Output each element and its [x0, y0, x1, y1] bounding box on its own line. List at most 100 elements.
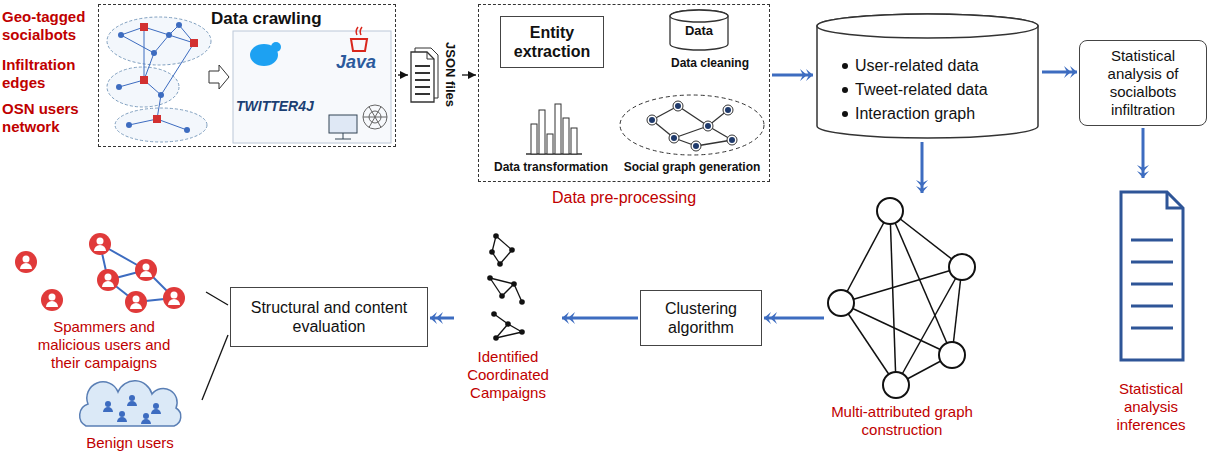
user-icon	[105, 401, 111, 407]
icon-part	[670, 10, 728, 22]
report-icon	[1093, 180, 1209, 380]
hollow-arrow	[209, 65, 229, 89]
node-text: Benign users	[60, 434, 200, 452]
user-node	[184, 127, 190, 133]
cloud-icon	[60, 378, 200, 430]
node-text: User-related data	[855, 56, 979, 75]
campaign-node: Identified Coordinated Campaigns	[456, 232, 560, 446]
icon-part	[107, 67, 179, 107]
label-text: Infiltration edges	[2, 56, 97, 92]
icon-part	[669, 133, 679, 143]
icon-part	[415, 72, 430, 74]
icon-part	[705, 123, 711, 129]
user-icon	[125, 291, 147, 313]
icon-part	[725, 107, 731, 113]
icon-part	[102, 281, 114, 287]
icon-part	[496, 236, 512, 250]
icon-part	[693, 143, 699, 149]
node-text: Data	[668, 23, 730, 39]
icon-part	[673, 101, 683, 111]
icon-part	[80, 381, 181, 426]
node-text: Data transformation	[484, 160, 618, 174]
node-text: Multi-attributed graph construction	[826, 403, 978, 439]
icon-part	[817, 14, 1038, 38]
bar-chart-icon	[484, 98, 618, 156]
label-text: OSN users network	[2, 100, 97, 136]
user-icon	[89, 233, 111, 255]
icon-part	[1131, 261, 1173, 264]
icon-part	[1121, 192, 1183, 360]
icon-part	[539, 110, 545, 154]
node-text: JSON files	[442, 42, 458, 107]
icon-part	[649, 117, 655, 123]
connector	[398, 74, 408, 75]
icon-part	[571, 128, 577, 154]
user-node	[151, 50, 157, 56]
icon-part	[411, 52, 434, 102]
icon-part	[939, 342, 965, 368]
icon-part	[154, 35, 169, 53]
icon-part	[555, 104, 561, 154]
user-node	[126, 122, 132, 128]
icon-part	[375, 117, 387, 118]
icon-part	[133, 296, 140, 303]
process-box: Structural and content evaluation	[230, 287, 428, 347]
icon-part	[841, 267, 962, 303]
icon-part	[335, 139, 351, 140]
user-node	[158, 92, 164, 98]
icon-part	[727, 135, 737, 145]
icon-part	[127, 401, 137, 406]
node-text: Spammers and malicious users and their c…	[29, 318, 179, 372]
icon-part	[415, 93, 430, 95]
icon-part	[49, 294, 56, 301]
icon-part	[505, 321, 511, 327]
bot-node	[140, 76, 148, 84]
flow-arrow	[430, 317, 454, 320]
bullet-dot	[842, 63, 848, 69]
icon-part	[130, 303, 142, 309]
icon-part	[531, 124, 537, 154]
user-group: Benign users	[60, 378, 200, 456]
report-node: Statistical analysis inferences	[1093, 180, 1209, 440]
node-text: Structural and content evaluation	[239, 298, 419, 336]
icon-part	[121, 35, 154, 53]
icon-part	[363, 117, 375, 118]
flow-arrow	[764, 317, 824, 320]
user-icon	[119, 411, 125, 417]
user-icon	[143, 413, 149, 419]
icon-part	[841, 303, 896, 385]
connector	[462, 74, 476, 75]
graph-icon	[826, 195, 978, 400]
graph-node: Social graph generation	[616, 92, 768, 180]
icon-part	[671, 135, 677, 141]
icon-part	[415, 86, 430, 88]
icon-part	[369, 117, 375, 127]
icon-part	[107, 17, 211, 65]
icon-part	[890, 211, 952, 355]
icon-part	[415, 79, 430, 81]
icon-part	[511, 281, 517, 287]
icon-part	[675, 103, 681, 109]
icon-part	[1131, 283, 1173, 286]
user-icon	[153, 403, 159, 409]
node-text: Statistical analysis inferences	[1093, 380, 1209, 434]
small-graphs-icon	[456, 232, 560, 344]
icon-part	[490, 278, 502, 296]
user-node	[166, 32, 172, 38]
icon-part	[817, 14, 1038, 138]
icon-part	[143, 264, 150, 271]
icon-part	[427, 52, 434, 59]
icon-part	[129, 119, 157, 125]
graph-node: Multi-attributed graph construction	[826, 195, 978, 450]
user-icon	[41, 289, 63, 311]
dashed-group: Data pre-processingEntity extractionData…	[478, 4, 770, 216]
java-cup	[351, 39, 367, 51]
node-text: Clustering algorithm	[649, 299, 753, 337]
icon-part	[497, 261, 503, 267]
user-icon	[97, 269, 119, 291]
node-text: Data cleaning	[654, 56, 766, 70]
process-box: Entity extraction	[500, 16, 604, 68]
icon-part	[375, 117, 381, 127]
icon-part	[647, 115, 657, 125]
